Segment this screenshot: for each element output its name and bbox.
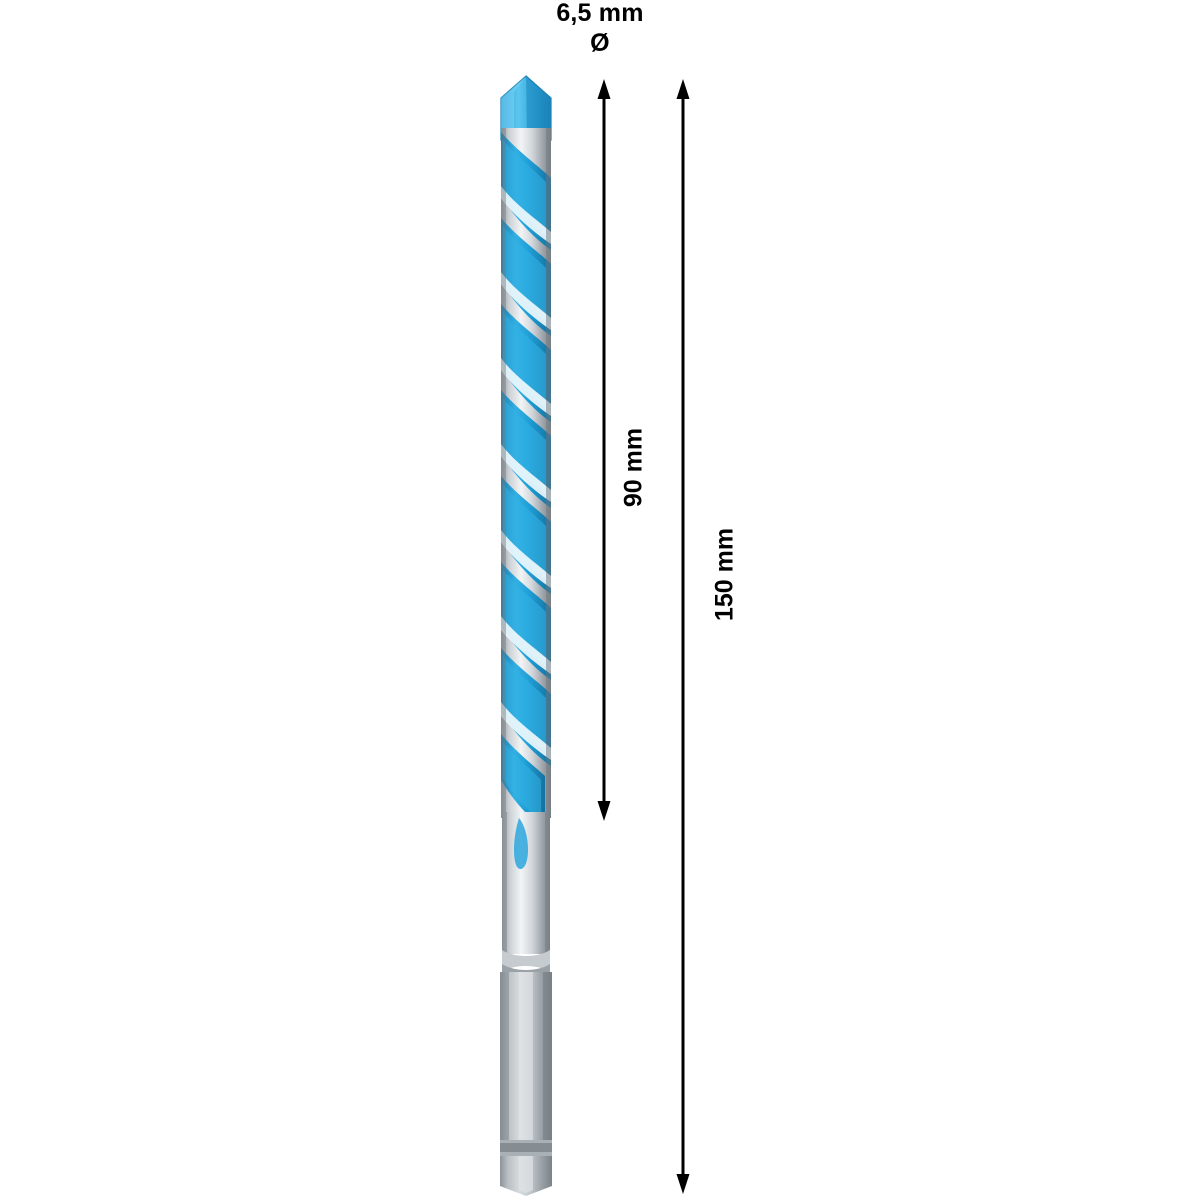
diameter-symbol: Ø [590,29,610,57]
flute-section [501,128,551,818]
helical-flutes [501,132,551,818]
flute-land-highlights [501,186,551,760]
shank-end [500,1156,552,1196]
carbide-tip [500,75,552,141]
drill-bit-body [500,75,552,1196]
dimension-line-90mm [597,79,611,821]
dimension-line-150mm [676,79,690,1194]
hex-shank [500,972,552,1140]
smooth-shaft [502,812,550,954]
diameter-value: 6,5 mm [556,0,644,27]
shank-groove [500,1140,552,1156]
diameter-label: 6,5 mm Ø [0,0,1200,58]
